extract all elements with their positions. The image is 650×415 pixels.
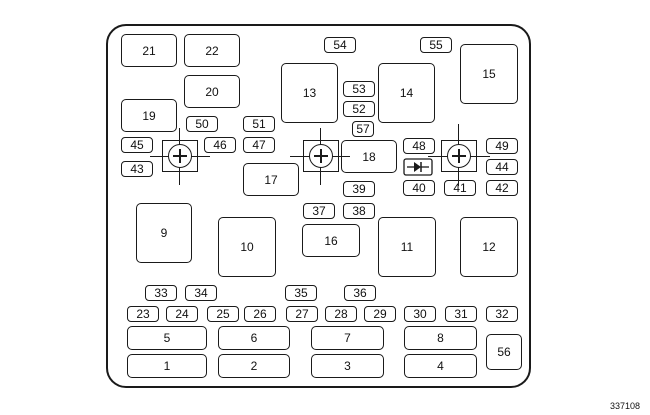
slot-17: 17 [243, 163, 299, 196]
slot-43: 43 [121, 161, 153, 177]
slot-7: 7 [311, 326, 384, 350]
slot-42: 42 [486, 180, 518, 196]
slot-53: 53 [343, 81, 375, 97]
slot-46: 46 [204, 137, 236, 153]
slot-15: 15 [460, 44, 518, 104]
slot-22: 22 [184, 34, 240, 67]
slot-11: 11 [378, 217, 436, 277]
slot-44: 44 [486, 159, 518, 175]
slot-25: 25 [207, 306, 239, 322]
slot-14: 14 [378, 63, 435, 123]
slot-54: 54 [324, 37, 356, 53]
slot-13: 13 [281, 63, 338, 123]
slot-50: 50 [186, 116, 218, 132]
slot-38: 38 [343, 203, 375, 219]
slot-9: 9 [136, 203, 192, 263]
slot-20: 20 [184, 75, 240, 108]
slot-10: 10 [218, 217, 276, 277]
slot-4: 4 [404, 354, 477, 378]
slot-33: 33 [145, 285, 177, 301]
slot-6: 6 [218, 326, 290, 350]
slot-28: 28 [325, 306, 357, 322]
slot-57: 57 [352, 121, 374, 137]
slot-36: 36 [344, 285, 376, 301]
slot-31: 31 [445, 306, 477, 322]
mounting-bolt-icon [447, 144, 471, 168]
slot-47: 47 [243, 137, 275, 153]
slot-51: 51 [243, 116, 275, 132]
slot-29: 29 [364, 306, 396, 322]
slot-37: 37 [303, 203, 335, 219]
slot-16: 16 [302, 224, 360, 257]
slot-49: 49 [486, 138, 518, 154]
figure-id: 337108 [609, 401, 640, 411]
slot-41: 41 [444, 180, 476, 196]
slot-5: 5 [127, 326, 207, 350]
slot-19: 19 [121, 99, 177, 132]
slot-12: 12 [460, 217, 518, 277]
slot-18: 18 [341, 140, 397, 173]
slot-8: 8 [404, 326, 477, 350]
slot-32: 32 [486, 306, 518, 322]
slot-52: 52 [343, 101, 375, 117]
slot-24: 24 [166, 306, 198, 322]
slot-34: 34 [185, 285, 217, 301]
slot-30: 30 [404, 306, 436, 322]
slot-26: 26 [244, 306, 276, 322]
slot-3: 3 [311, 354, 384, 378]
slot-45: 45 [121, 137, 153, 153]
slot-35: 35 [285, 285, 317, 301]
slot-48: 48 [403, 138, 435, 154]
slot-2: 2 [218, 354, 290, 378]
slot-39: 39 [343, 181, 375, 197]
diode-icon [403, 158, 433, 176]
slot-55: 55 [420, 37, 452, 53]
slot-1: 1 [127, 354, 207, 378]
mounting-bolt-icon [168, 144, 192, 168]
slot-27: 27 [286, 306, 318, 322]
mounting-bolt-icon [309, 144, 333, 168]
slot-21: 21 [121, 34, 177, 67]
slot-23: 23 [127, 306, 159, 322]
slot-40: 40 [403, 180, 435, 196]
slot-56: 56 [486, 334, 522, 370]
